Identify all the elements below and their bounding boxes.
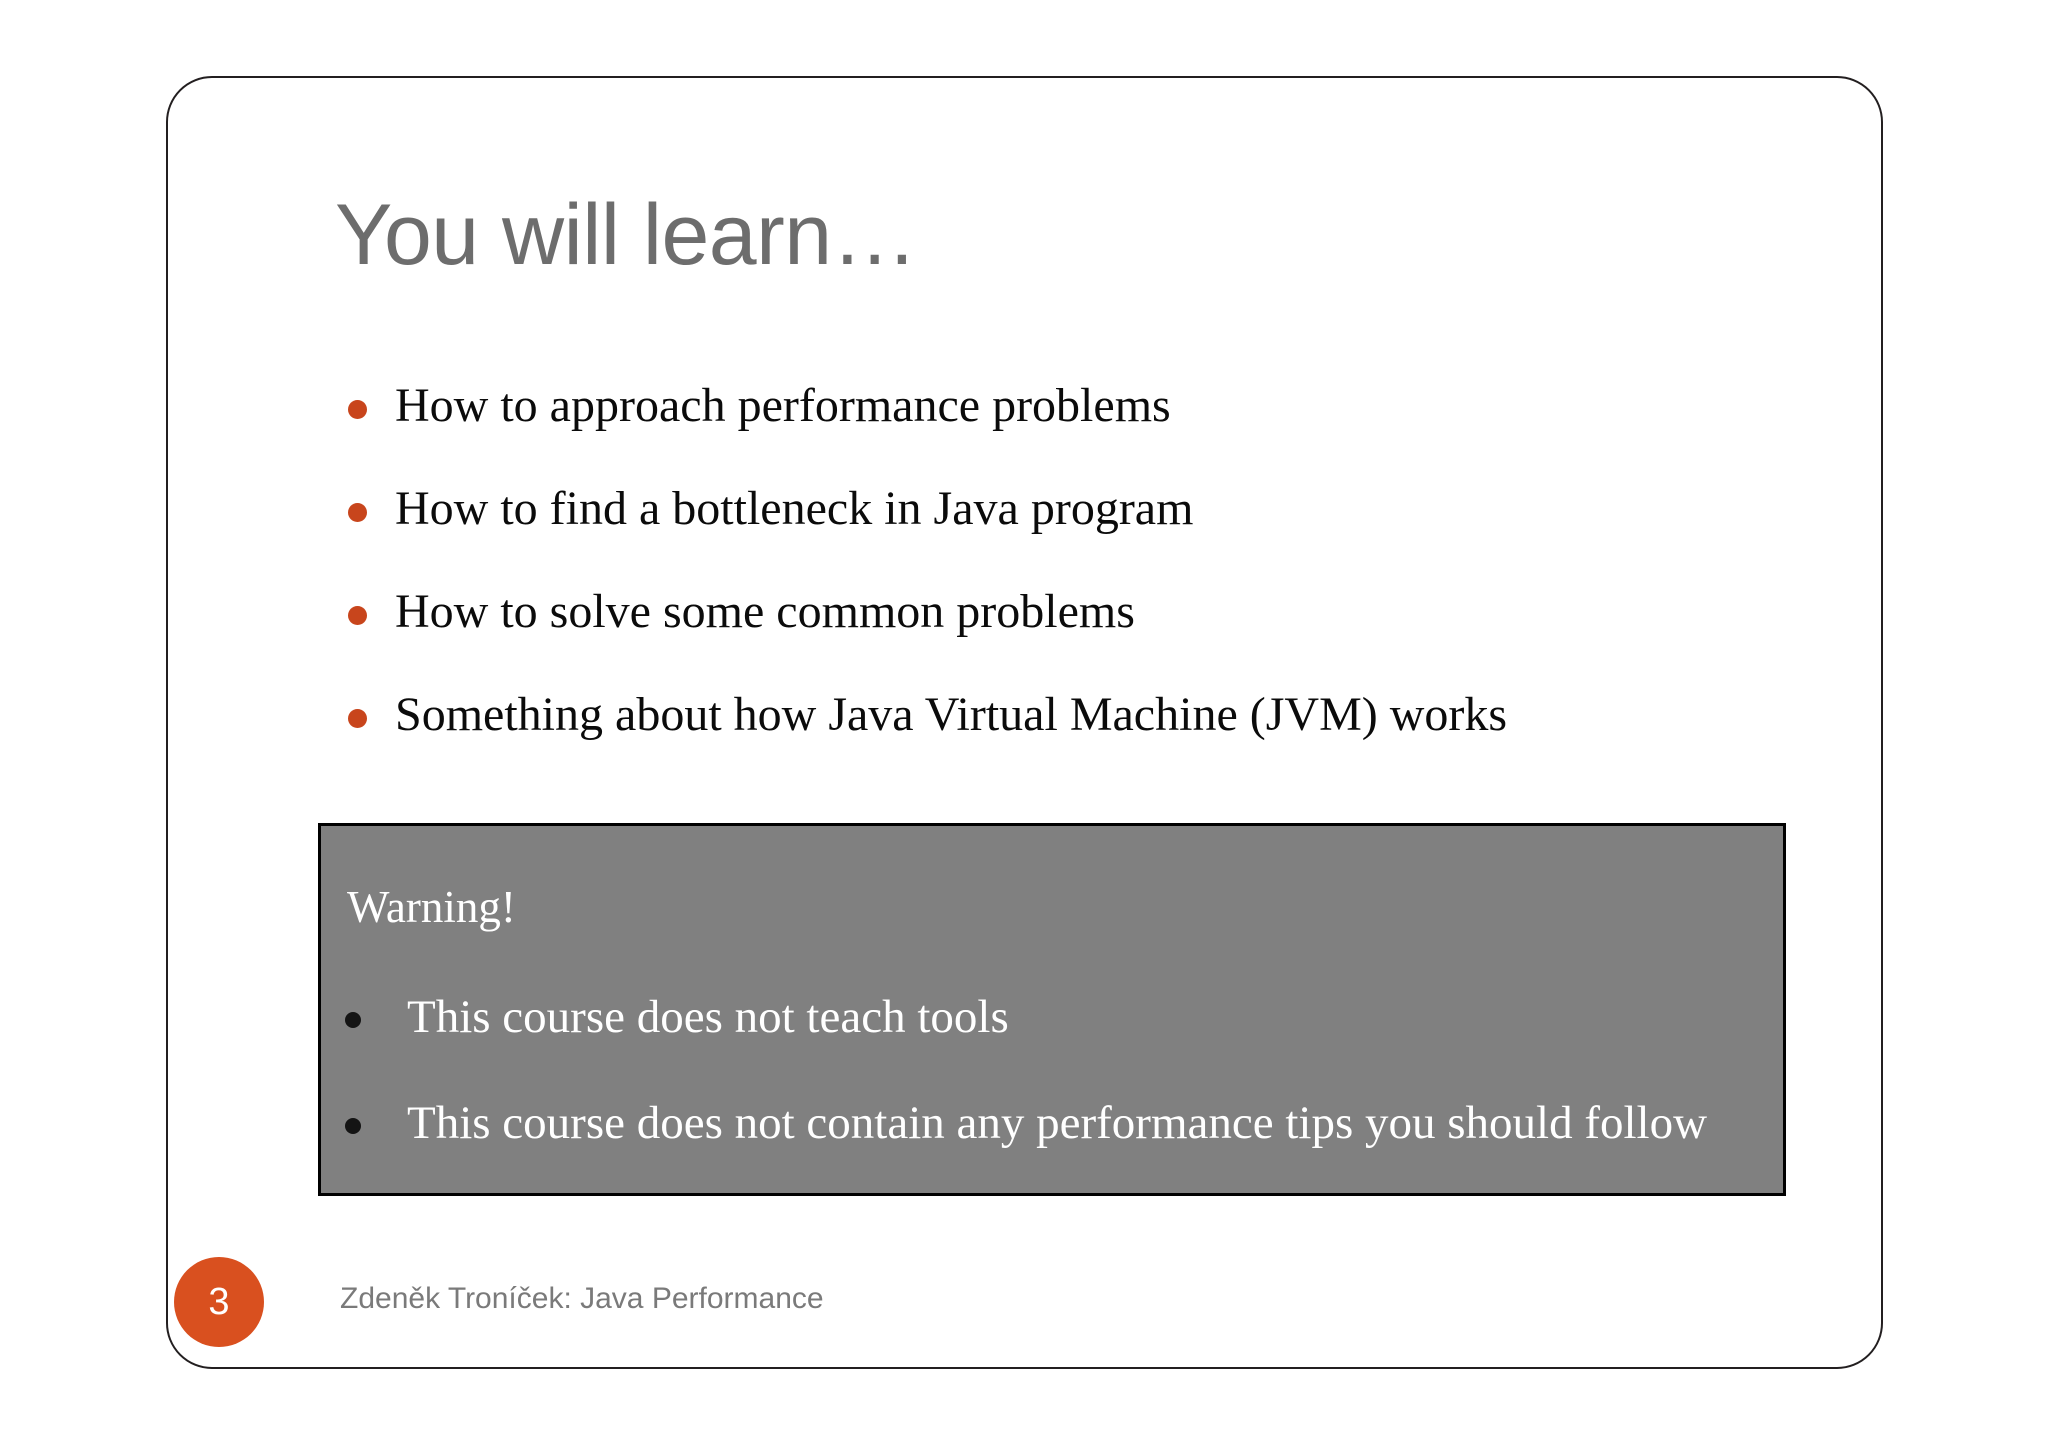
warning-heading: Warning! — [347, 882, 516, 932]
list-item: This course does not teach tools — [321, 986, 1783, 1092]
bullet-dot-icon — [345, 1012, 361, 1028]
list-item: How to solve some common problems — [340, 576, 1760, 679]
bullet-dot-icon — [345, 1118, 361, 1134]
list-item-label: How to find a bottleneck in Java program — [395, 482, 1194, 535]
page-number-badge: 3 — [174, 1257, 264, 1347]
page-title: You will learn… — [335, 187, 918, 283]
page-number-label: 3 — [208, 1281, 230, 1323]
list-item-label: How to solve some common problems — [395, 585, 1135, 638]
list-item: How to find a bottleneck in Java program — [340, 473, 1760, 576]
footer-credit: Zdeněk Troníček: Java Performance — [340, 1282, 824, 1315]
bullet-dot-icon — [348, 503, 367, 522]
list-item-label: This course does not contain any perform… — [407, 1097, 1708, 1149]
list-item: This course does not contain any perform… — [321, 1092, 1783, 1198]
bullet-dot-icon — [348, 400, 367, 419]
list-item-label: This course does not teach tools — [407, 991, 1009, 1043]
main-bullet-list: How to approach performance problems How… — [340, 370, 1760, 782]
list-item-label: How to approach performance problems — [395, 379, 1171, 432]
list-item: How to approach performance problems — [340, 370, 1760, 473]
warning-box: Warning! This course does not teach tool… — [318, 823, 1786, 1196]
list-item: Something about how Java Virtual Machine… — [340, 679, 1760, 782]
list-item-label: Something about how Java Virtual Machine… — [395, 688, 1508, 741]
bullet-dot-icon — [348, 709, 367, 728]
warning-bullet-list: This course does not teach tools This co… — [321, 986, 1783, 1198]
bullet-dot-icon — [348, 606, 367, 625]
